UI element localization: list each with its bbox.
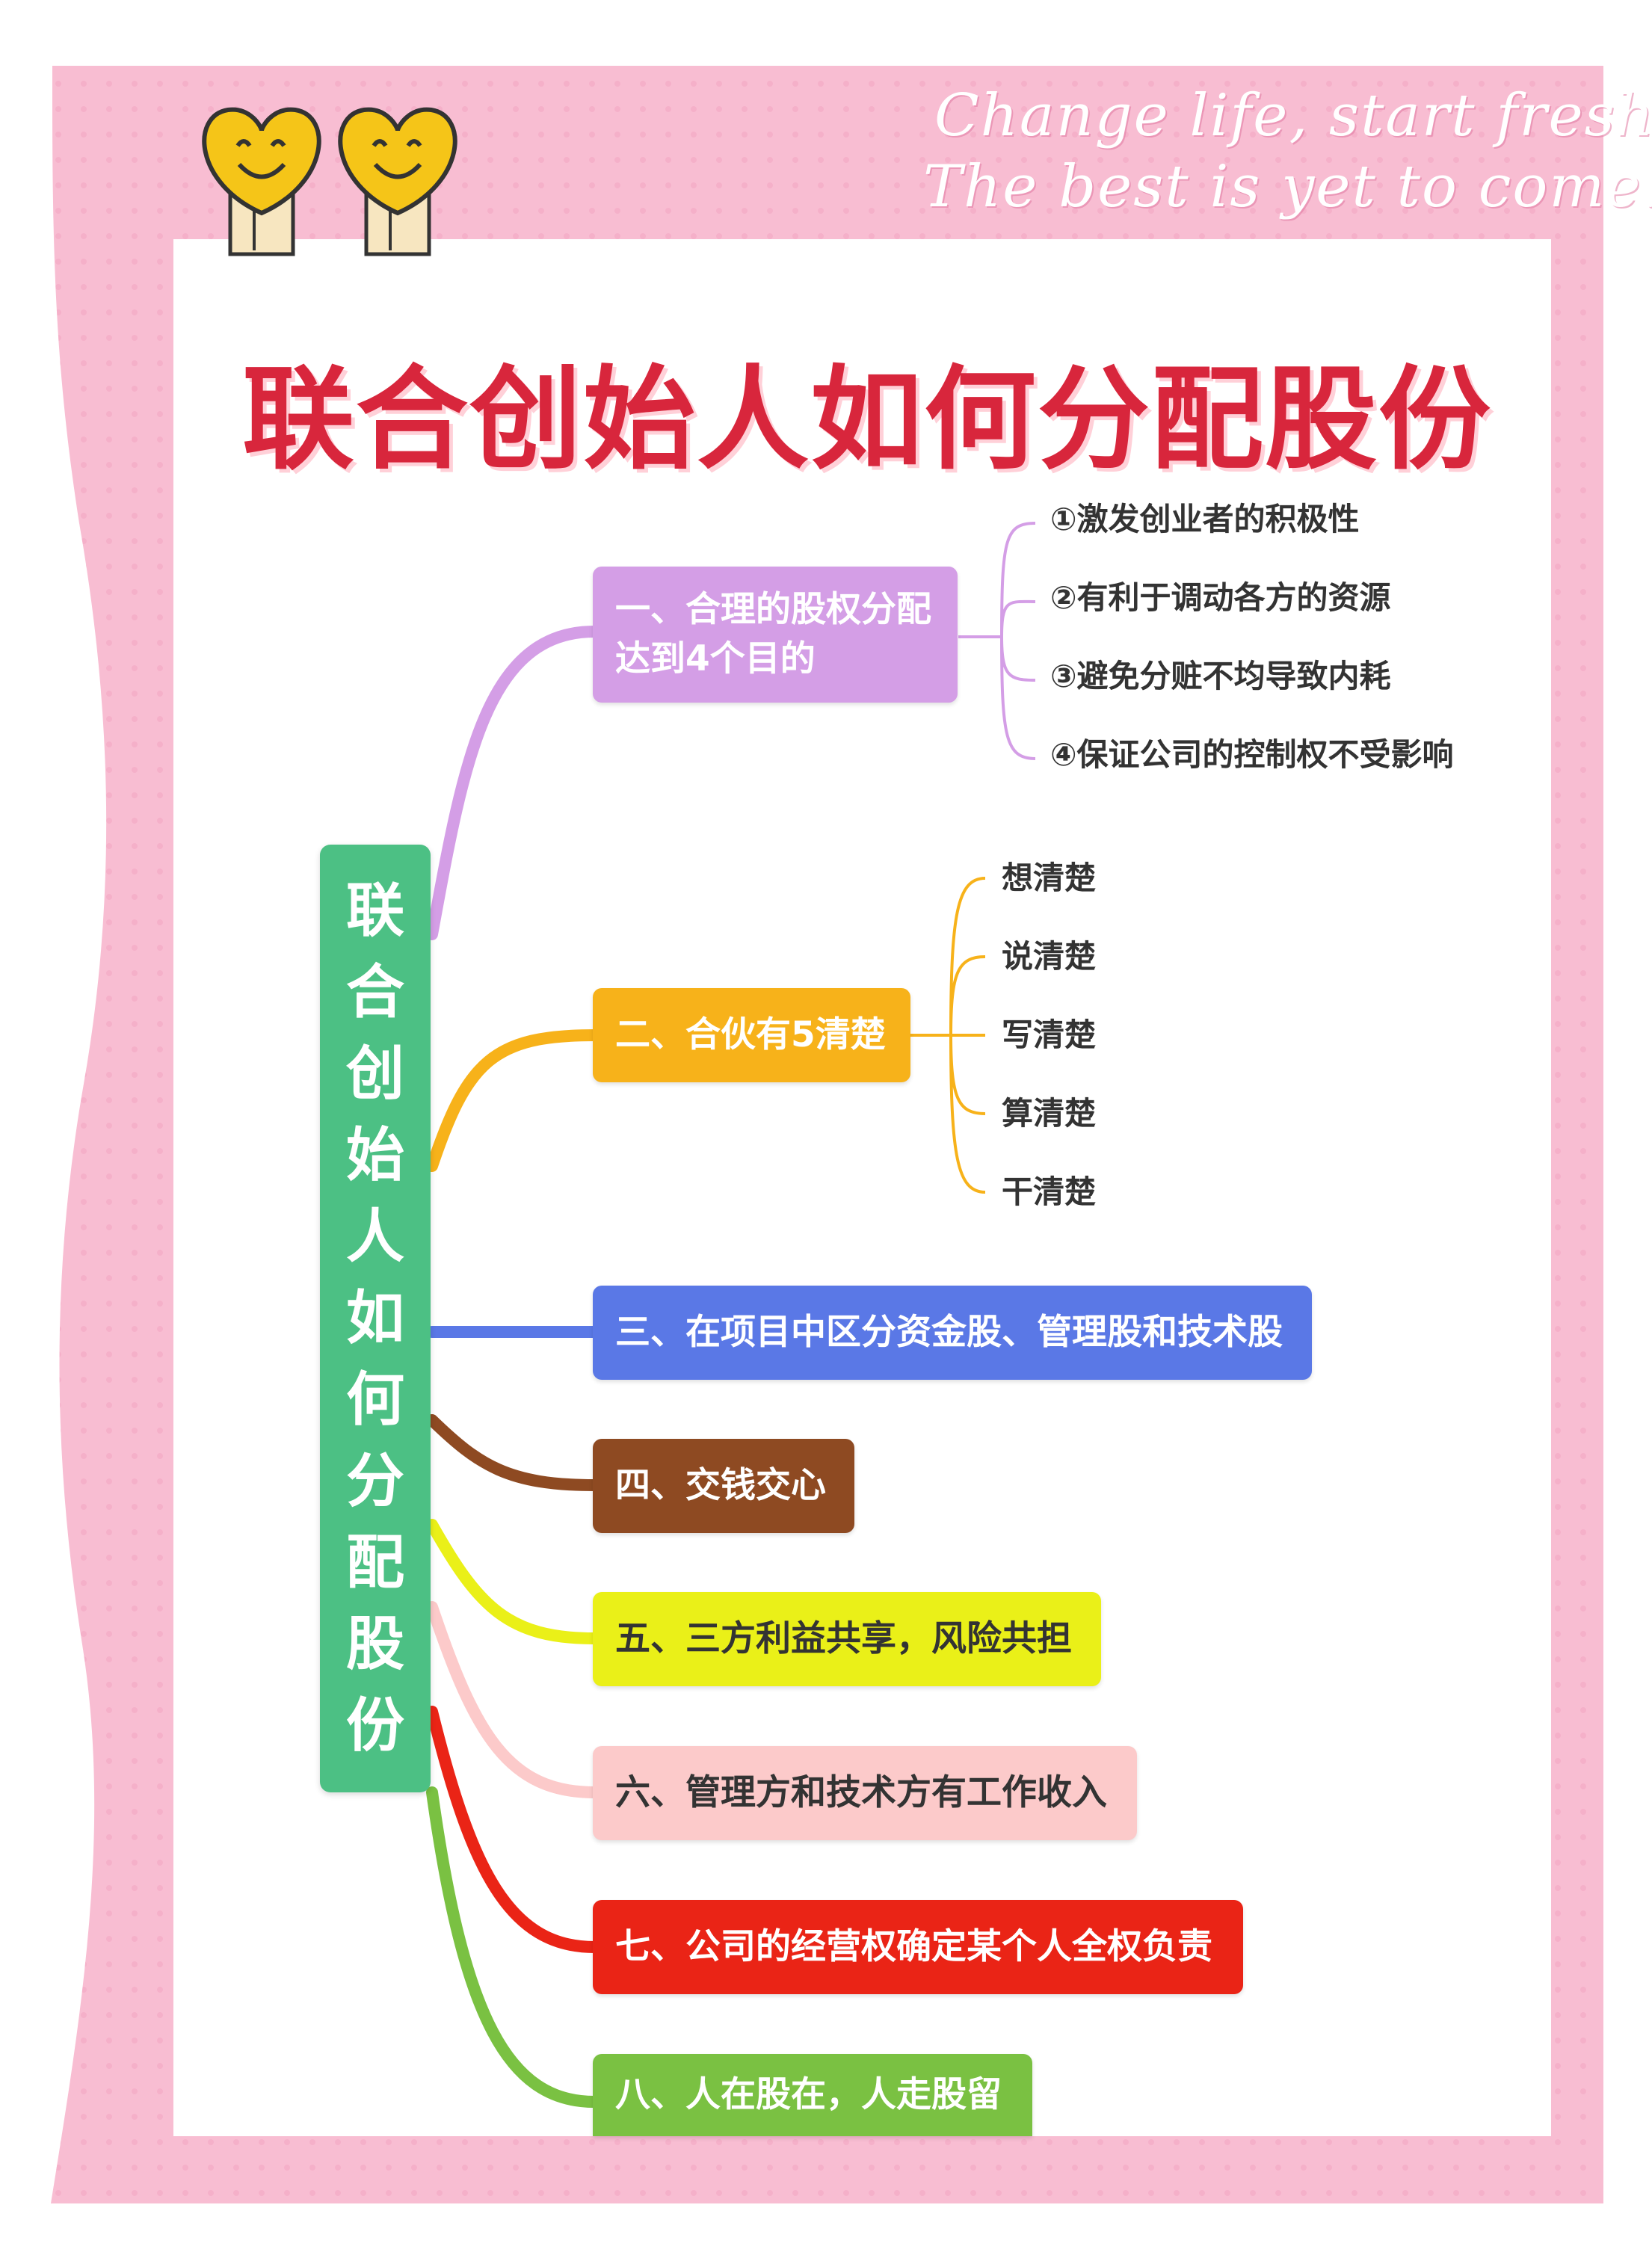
branch-label-8: 八、人在股在，人走股留 (615, 2074, 1002, 2115)
connector-7 (426, 1706, 600, 1953)
root-char: 联 (345, 877, 404, 945)
purposes-bracket (958, 522, 1036, 760)
purpose-item-3: ③避免分赃不均导致内耗 (1050, 658, 1391, 694)
root-char: 配 (345, 1529, 404, 1597)
branch-node-5: 五、三方利益共享，风险共担 (593, 1592, 1101, 1686)
branch-node-8: 八、人在股在，人走股留 (593, 2054, 1032, 2136)
root-char: 股 (345, 1610, 404, 1678)
clarity-item-4: 算清楚 (1002, 1095, 1097, 1132)
clarity-item-5: 干清楚 (1002, 1173, 1097, 1210)
branch-label-6: 六、管理方和技术方有工作收入 (615, 1772, 1107, 1813)
branch-node-6: 六、管理方和技术方有工作收入 (593, 1746, 1137, 1840)
branch-label-3: 三、在项目中区分资金股、管理股和技术股 (615, 1312, 1283, 1353)
decor-tagline-2: The best is yet to come. (923, 153, 1652, 220)
root-char: 创 (345, 1040, 404, 1108)
page-title: 联合创始人如何分配股份 (241, 355, 1492, 485)
branch-node-2: 二、合伙有5清楚 (593, 988, 910, 1082)
branch-label-4: 四、交钱交心 (615, 1465, 826, 1506)
connector-4 (426, 1414, 600, 1491)
clarities-bracket (910, 877, 986, 1194)
root-char: 如 (345, 1284, 404, 1352)
root-char: 份 (345, 1691, 404, 1759)
root-char: 何 (345, 1366, 404, 1434)
root-char: 人 (345, 1203, 404, 1271)
decor-tagline-1: Change life, start fresh. (934, 82, 1652, 149)
clarity-item-2: 说清楚 (1002, 938, 1097, 975)
branch-label-1a: 一、合理的股权分配 (615, 589, 931, 630)
connector-1 (426, 626, 600, 940)
branch-label-5: 五、三方利益共享，风险共担 (615, 1618, 1072, 1659)
branch-label-1b: 达到4个目的 (615, 638, 816, 679)
root-char: 分 (345, 1447, 404, 1515)
branch-label-2: 二、合伙有5清楚 (615, 1014, 886, 1055)
branch-label-7: 七、公司的经营权确定某个人全权负责 (615, 1926, 1212, 1967)
branch-node-4: 四、交钱交心 (593, 1439, 854, 1533)
clarity-item-3: 写清楚 (1002, 1017, 1097, 1053)
purpose-item-4: ④保证公司的控制权不受影响 (1050, 736, 1454, 773)
connector-6 (426, 1601, 600, 1798)
smiley-icon (202, 107, 321, 256)
purpose-item-2: ②有利于调动各方的资源 (1050, 579, 1391, 616)
branch-node-3: 三、在项目中区分资金股、管理股和技术股 (593, 1286, 1312, 1380)
smiley-icon (338, 107, 457, 256)
connector-8 (426, 1786, 600, 2108)
branch-node-7: 七、公司的经营权确定某个人全权负责 (593, 1900, 1243, 1994)
branch-node-1: 一、合理的股权分配 达到4个目的 (593, 567, 958, 703)
connector-5 (426, 1519, 600, 1644)
connector-2 (426, 1029, 600, 1172)
clarity-item-1: 想清楚 (1002, 860, 1097, 896)
root-char: 始 (345, 1121, 404, 1189)
purpose-item-1: ①激发创业者的积极性 (1050, 501, 1360, 537)
root-char: 合 (345, 958, 404, 1026)
root-node: 联合创始人如何分配股份 (320, 845, 431, 1792)
